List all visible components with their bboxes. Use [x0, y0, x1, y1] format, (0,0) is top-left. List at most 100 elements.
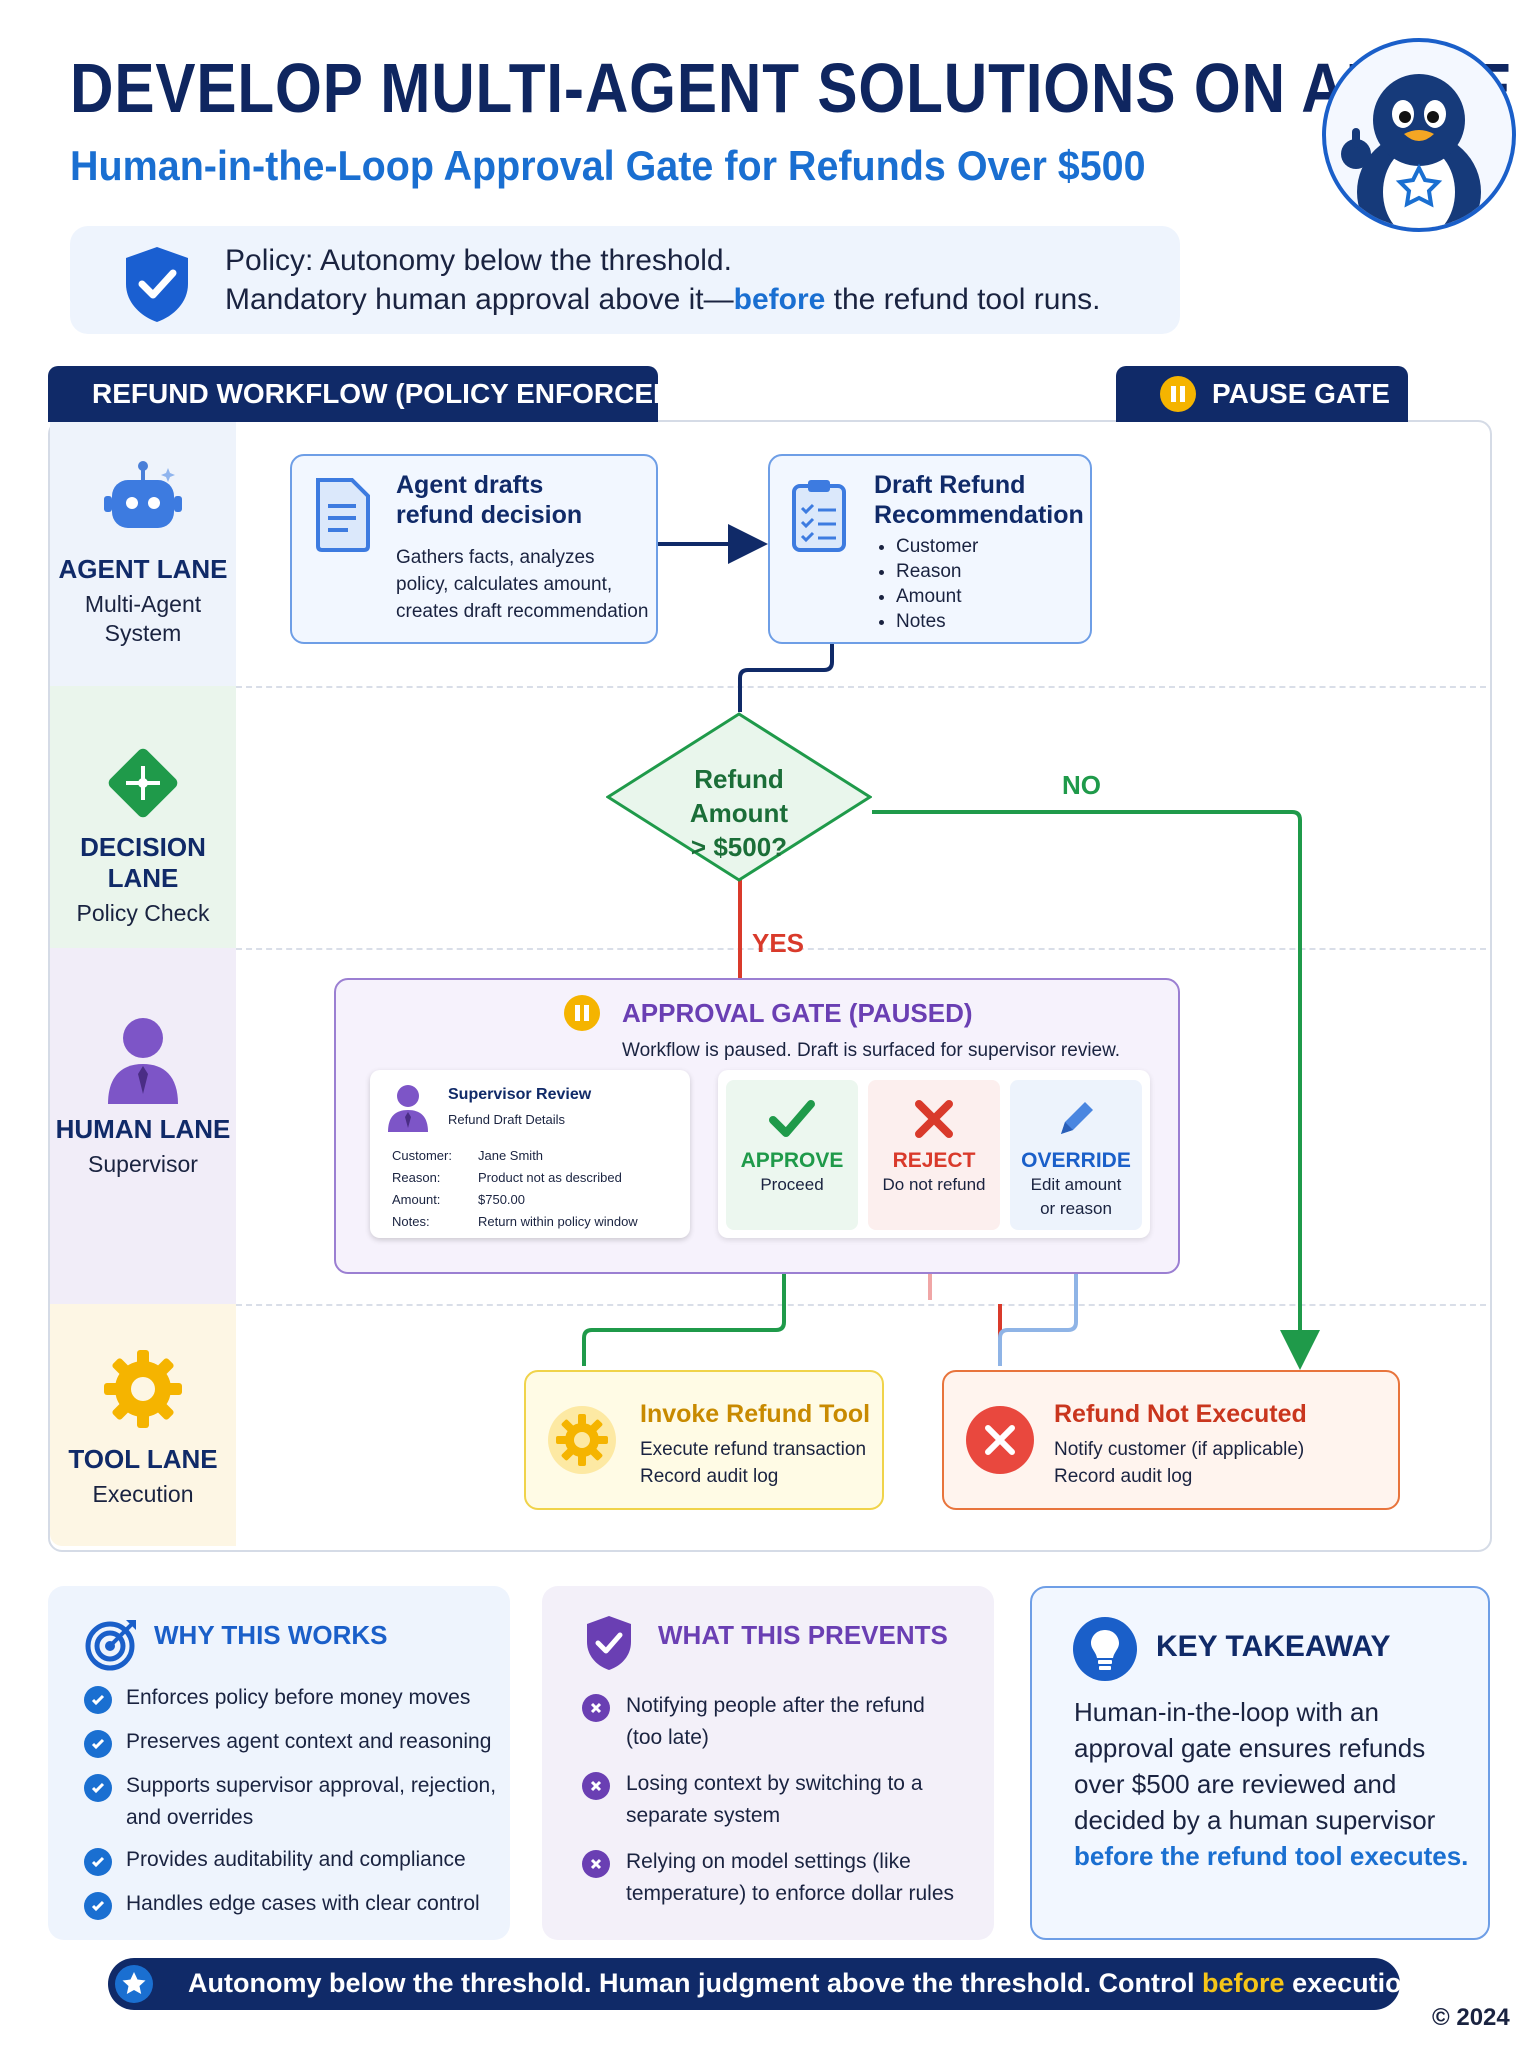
- policy-line-1: Policy: Autonomy below the threshold.: [225, 244, 732, 277]
- target-icon: [84, 1616, 140, 1677]
- no-label: NO: [1062, 770, 1101, 800]
- reason-value: Product not as described: [478, 1170, 622, 1185]
- card-title: Supervisor Review: [448, 1086, 592, 1103]
- lane-divider: [236, 1304, 1486, 1306]
- gate-actions: APPROVE Proceed REJECT Do not refund OVE…: [718, 1070, 1150, 1238]
- prevents-item: Notifying people after the refund(too la…: [626, 1694, 925, 1749]
- policy-line-2: Mandatory human approval above it—before…: [225, 283, 1101, 316]
- penguin-mascot-icon: [1322, 38, 1516, 232]
- what-this-prevents-panel: WHAT THIS PREVENTS Notifying people afte…: [542, 1586, 994, 1940]
- pause-gate-tab: PAUSE GATE: [1116, 366, 1408, 422]
- key-takeaway-panel: KEY TAKEAWAY Human-in-the-loop with an a…: [1030, 1586, 1490, 1940]
- tool-lane-label: TOOL LANE Execution: [50, 1344, 236, 1508]
- notes-value: Return within policy window: [478, 1214, 638, 1229]
- footer-banner: Autonomy below the threshold. Human judg…: [108, 1958, 1426, 2010]
- gear-icon: [546, 1404, 618, 1481]
- check-circle-icon: [84, 1848, 112, 1876]
- decision-diamond-icon: [50, 740, 236, 832]
- not-executed-body: Notify customer (if applicable)Record au…: [1054, 1439, 1305, 1487]
- why-item: Preserves agent context and reasoning: [126, 1730, 492, 1753]
- pause-icon: [564, 995, 600, 1031]
- supervisor-icon: [50, 1010, 236, 1114]
- takeaway-body: Human-in-the-loop with an approval gate …: [1074, 1697, 1469, 1871]
- amount-value: $750.00: [478, 1192, 525, 1207]
- why-title: WHY THIS WORKS: [154, 1620, 388, 1650]
- clipboard-checklist-icon: [788, 476, 850, 563]
- gate-title: APPROVAL GATE (PAUSED): [622, 998, 973, 1028]
- amount-key: Amount:: [392, 1192, 441, 1207]
- why-this-works-panel: WHY THIS WORKS Enforces policy before mo…: [48, 1586, 510, 1940]
- x-circle-icon: [964, 1404, 1036, 1481]
- list-item: Customer: [896, 534, 978, 559]
- reason-key: Reason:: [392, 1170, 441, 1185]
- document-icon: [312, 476, 374, 561]
- pencil-icon: [1061, 1102, 1093, 1134]
- why-item: Provides auditability and compliance: [126, 1848, 466, 1871]
- check-icon: [769, 1100, 815, 1137]
- star-icon: [114, 1964, 154, 2009]
- list-item: Reason: [896, 559, 978, 584]
- recommendation-to-decision-line: [738, 644, 834, 712]
- copyright: © 2024: [1432, 2004, 1510, 2031]
- human-lane-bg: [50, 948, 236, 1304]
- page-subtitle: Human-in-the-Loop Approval Gate for Refu…: [70, 142, 1146, 189]
- shield-check-icon: [584, 1614, 634, 1677]
- why-item: Enforces policy before money moves: [126, 1686, 471, 1709]
- recommendation-field-list: Customer Reason Amount Notes: [874, 534, 978, 634]
- lane-divider: [236, 948, 1486, 950]
- gate-subtitle: Workflow is paused. Draft is surfaced fo…: [622, 1040, 1121, 1061]
- why-item: Supports supervisor approval, rejection,…: [126, 1774, 497, 1829]
- approve-button[interactable]: APPROVE Proceed: [726, 1080, 858, 1230]
- x-circle-icon: [582, 1772, 610, 1800]
- no-branch-arrow: [872, 810, 1320, 1370]
- x-circle-icon: [582, 1850, 610, 1878]
- gear-icon: [50, 1344, 236, 1444]
- takeaway-title: KEY TAKEAWAY: [1156, 1630, 1391, 1663]
- footer-text: Autonomy below the threshold. Human judg…: [188, 1968, 1426, 1998]
- why-item: Handles edge cases with clear control: [126, 1892, 480, 1915]
- pause-icon: [1160, 376, 1196, 412]
- reject-button[interactable]: REJECT Do not refund: [868, 1080, 1000, 1230]
- notes-key: Notes:: [392, 1214, 430, 1229]
- not-executed-title: Refund Not Executed: [1054, 1400, 1307, 1428]
- approval-gate: APPROVAL GATE (PAUSED) Workflow is pause…: [334, 978, 1180, 1274]
- customer-key: Customer:: [392, 1148, 452, 1163]
- override-to-not-executed-line: [998, 1258, 1078, 1366]
- customer-value: Jane Smith: [478, 1148, 544, 1163]
- agent-lane-label: AGENT LANE Multi-Agent System: [50, 458, 236, 647]
- decision-lane-label: DECISION LANE Policy Check: [50, 740, 236, 927]
- x-circle-icon: [582, 1694, 610, 1722]
- list-item: Notes: [896, 609, 978, 634]
- approve-to-invoke-line: [582, 1258, 786, 1366]
- check-circle-icon: [84, 1892, 112, 1920]
- override-button[interactable]: OVERRIDE Edit amount or reason: [1010, 1080, 1142, 1230]
- supervisor-review-card: Supervisor Review Refund Draft Details C…: [370, 1070, 690, 1238]
- policy-banner: Policy: Autonomy below the threshold. Ma…: [70, 226, 1180, 334]
- invoke-title: Invoke Refund Tool: [640, 1400, 871, 1428]
- yes-label: YES: [752, 928, 805, 958]
- refund-not-executed-box: Refund Not Executed Notify customer (if …: [942, 1370, 1400, 1510]
- check-circle-icon: [84, 1730, 112, 1758]
- invoke-refund-tool-box: Invoke Refund Tool Execute refund transa…: [524, 1370, 884, 1510]
- card-subtitle: Refund Draft Details: [448, 1112, 566, 1127]
- x-icon: [915, 1100, 953, 1138]
- workflow-tab: REFUND WORKFLOW (POLICY ENFORCED): [48, 366, 683, 422]
- lightbulb-icon: [1072, 1616, 1138, 1687]
- supervisor-icon: [386, 1082, 430, 1137]
- robot-icon: [50, 458, 236, 554]
- page-title: DEVELOP MULTI-AGENT SOLUTIONS ON AZURE: [70, 49, 1513, 127]
- lane-divider: [236, 686, 1486, 688]
- check-circle-icon: [84, 1774, 112, 1802]
- prevents-title: WHAT THIS PREVENTS: [658, 1620, 948, 1650]
